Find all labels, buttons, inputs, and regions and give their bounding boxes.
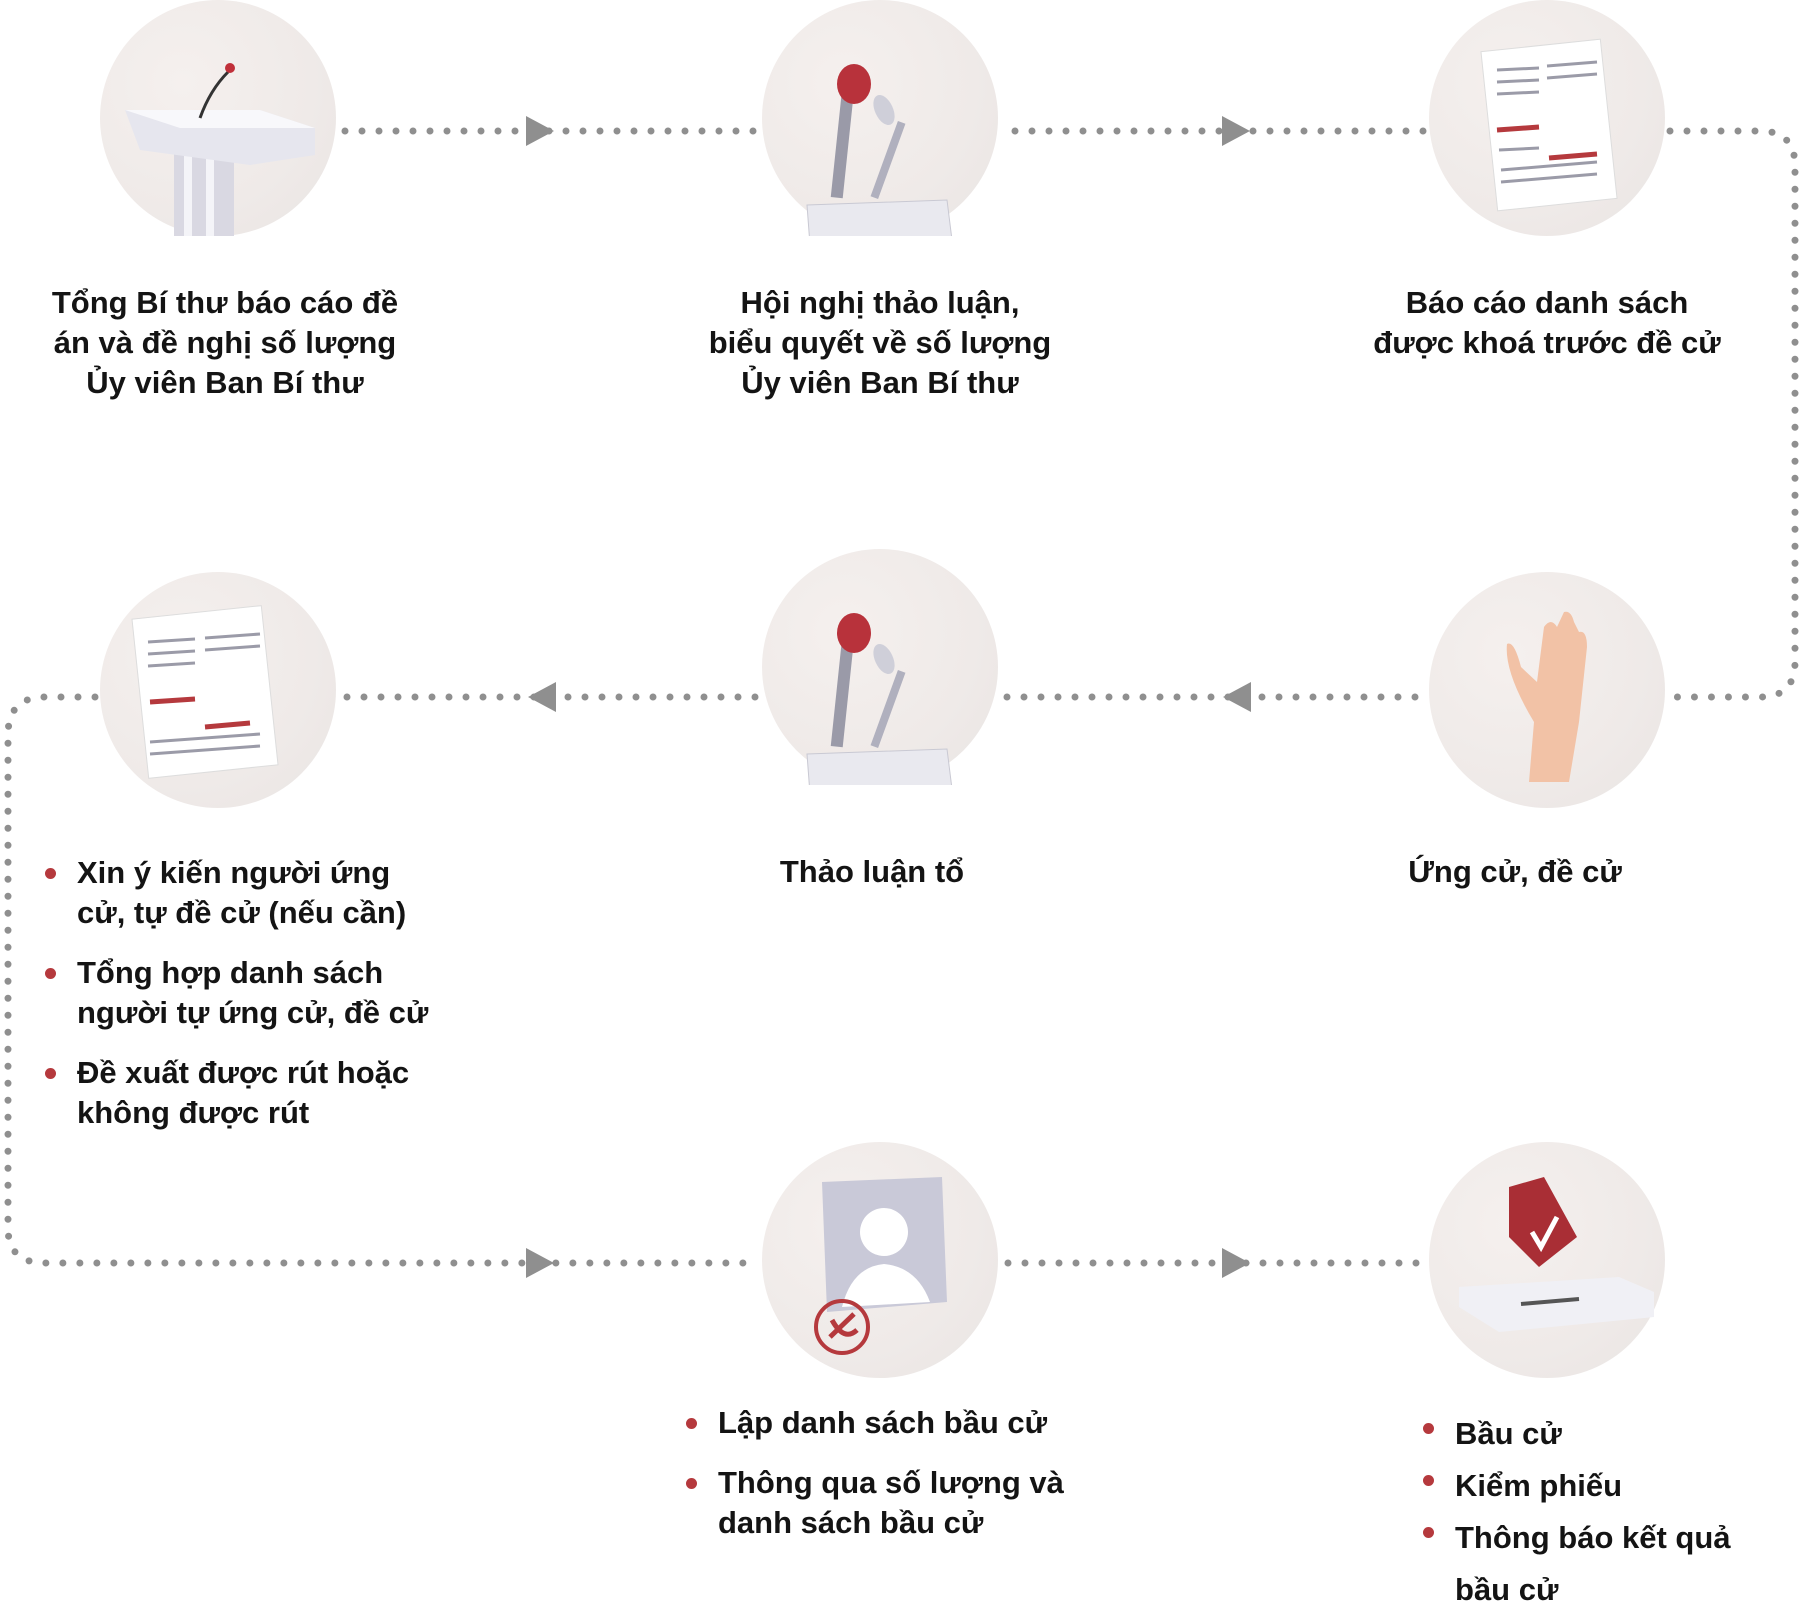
- list-item: Đề xuất được rút hoặc không được rút: [45, 1053, 445, 1133]
- raised-hand-icon: [1429, 572, 1665, 808]
- arrow-right-icon: [1222, 116, 1250, 146]
- ballot-box-icon: [1429, 1142, 1665, 1378]
- step-5-label: Thảo luận tổ: [779, 854, 965, 889]
- list-item: Tổng hợp danh sách người tự ứng cử, đề c…: [45, 953, 445, 1033]
- documents-icon: [1429, 0, 1665, 236]
- list-item: Lập danh sách bầu cử: [686, 1403, 1116, 1443]
- step-8-list: Bầu cử Kiểm phiếu Thông báo kết quả bầu …: [1423, 1408, 1763, 1616]
- connector-right-turn: [1666, 127, 1799, 701]
- podium-icon: [100, 0, 336, 236]
- microphones-icon: [762, 0, 998, 236]
- list-item: Thông qua số lượng và danh sách bầu cử: [686, 1463, 1116, 1543]
- candidate-portrait-icon: [762, 1142, 998, 1378]
- arrow-right-icon: [526, 116, 554, 146]
- step-6-list: Xin ý kiến người ứng cử, tự đề cử (nếu c…: [45, 853, 445, 1153]
- step-2-label: Hội nghị thảo luận,biểu quyết về số lượn…: [708, 285, 1052, 400]
- list-item: Xin ý kiến người ứng cử, tự đề cử (nếu c…: [45, 853, 445, 933]
- connector-left-turn: [4, 693, 754, 1267]
- arrow-right-icon: [1222, 1248, 1250, 1278]
- arrow-left-icon: [1223, 682, 1251, 712]
- arrow-left-icon: [528, 682, 556, 712]
- list-item: Thông báo kết quả bầu cử: [1423, 1512, 1763, 1616]
- documents-icon: [100, 572, 336, 808]
- step-7-list: Lập danh sách bầu cử Thông qua số lượng …: [686, 1403, 1116, 1563]
- step-4-label: Ứng cử, đề cử: [1408, 854, 1622, 889]
- microphones-icon: [762, 549, 998, 785]
- list-item: Kiểm phiếu: [1423, 1460, 1763, 1512]
- arrow-right-icon: [526, 1248, 554, 1278]
- list-item: Bầu cử: [1423, 1408, 1763, 1460]
